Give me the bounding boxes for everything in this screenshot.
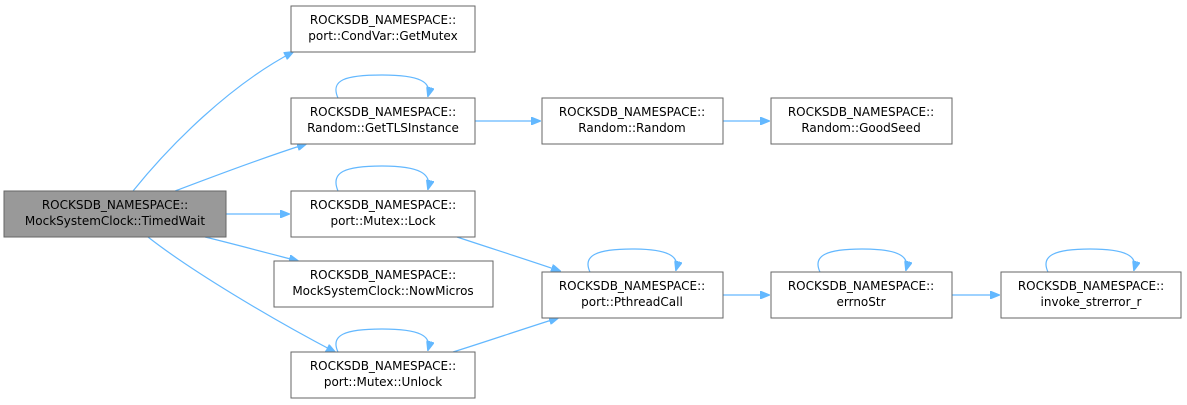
node-strerror-line2: invoke_strerror_r — [1041, 295, 1142, 309]
node-pthreadcall[interactable]: ROCKSDB_NAMESPACE:: port::PthreadCall — [541, 271, 724, 319]
node-lock-line1: ROCKSDB_NAMESPACE:: — [310, 198, 456, 212]
edge-unlock-pthreadcall — [452, 318, 558, 353]
node-errnostr-line2: errnoStr — [836, 295, 885, 309]
node-strerror-line1: ROCKSDB_NAMESPACE:: — [1018, 279, 1164, 293]
node-timedwait-line1: ROCKSDB_NAMESPACE:: — [42, 198, 188, 212]
node-pthreadcall-line1: ROCKSDB_NAMESPACE:: — [559, 279, 705, 293]
edge-lock-self — [335, 165, 429, 192]
edge-timedwait-getmutex — [132, 52, 293, 192]
node-getmutex[interactable]: ROCKSDB_NAMESPACE:: port::CondVar::GetMu… — [290, 5, 476, 53]
node-pthreadcall-line2: port::PthreadCall — [581, 295, 683, 309]
node-timedwait[interactable]: ROCKSDB_NAMESPACE:: MockSystemClock::Tim… — [3, 190, 227, 238]
edge-pthreadcall-self — [587, 248, 677, 273]
edge-unlock-self — [335, 328, 429, 353]
node-gettls-line2: Random::GetTLSInstance — [307, 121, 459, 135]
edge-timedwait-gettls — [174, 144, 306, 192]
edge-gettls-self — [335, 74, 429, 99]
edge-strerror-self — [1045, 248, 1135, 273]
node-lock-line2: port::Mutex::Lock — [330, 214, 435, 228]
node-random-line2: Random::Random — [578, 121, 685, 135]
node-unlock-line1: ROCKSDB_NAMESPACE:: — [310, 359, 456, 373]
node-goodseed-line2: Random::GoodSeed — [801, 121, 920, 135]
node-gettls-line1: ROCKSDB_NAMESPACE:: — [310, 105, 456, 119]
node-strerror[interactable]: ROCKSDB_NAMESPACE:: invoke_strerror_r — [1000, 271, 1182, 319]
edge-timedwait-unlock — [147, 236, 335, 352]
edge-timedwait-nowmicros — [204, 236, 298, 261]
node-getmutex-line1: ROCKSDB_NAMESPACE:: — [310, 13, 456, 27]
edge-lock-pthreadcall — [456, 236, 560, 271]
node-timedwait-line2: MockSystemClock::TimedWait — [25, 214, 205, 228]
node-getmutex-line2: port::CondVar::GetMutex — [308, 29, 457, 43]
node-nowmicros-line1: ROCKSDB_NAMESPACE:: — [310, 268, 456, 282]
edge-errnostr-self — [817, 248, 907, 273]
node-errnostr[interactable]: ROCKSDB_NAMESPACE:: errnoStr — [770, 271, 953, 319]
edges — [132, 52, 1135, 353]
node-random[interactable]: ROCKSDB_NAMESPACE:: Random::Random — [541, 97, 724, 145]
node-nowmicros[interactable]: ROCKSDB_NAMESPACE:: MockSystemClock::Now… — [273, 260, 494, 308]
node-unlock-line2: port::Mutex::Unlock — [324, 375, 442, 389]
node-unlock[interactable]: ROCKSDB_NAMESPACE:: port::Mutex::Unlock — [290, 351, 476, 399]
node-nowmicros-line2: MockSystemClock::NowMicros — [292, 284, 473, 298]
node-goodseed[interactable]: ROCKSDB_NAMESPACE:: Random::GoodSeed — [770, 97, 953, 145]
node-errnostr-line1: ROCKSDB_NAMESPACE:: — [788, 279, 934, 293]
node-gettls[interactable]: ROCKSDB_NAMESPACE:: Random::GetTLSInstan… — [290, 97, 476, 145]
node-random-line1: ROCKSDB_NAMESPACE:: — [559, 105, 705, 119]
node-lock[interactable]: ROCKSDB_NAMESPACE:: port::Mutex::Lock — [290, 190, 476, 238]
node-goodseed-line1: ROCKSDB_NAMESPACE:: — [788, 105, 934, 119]
